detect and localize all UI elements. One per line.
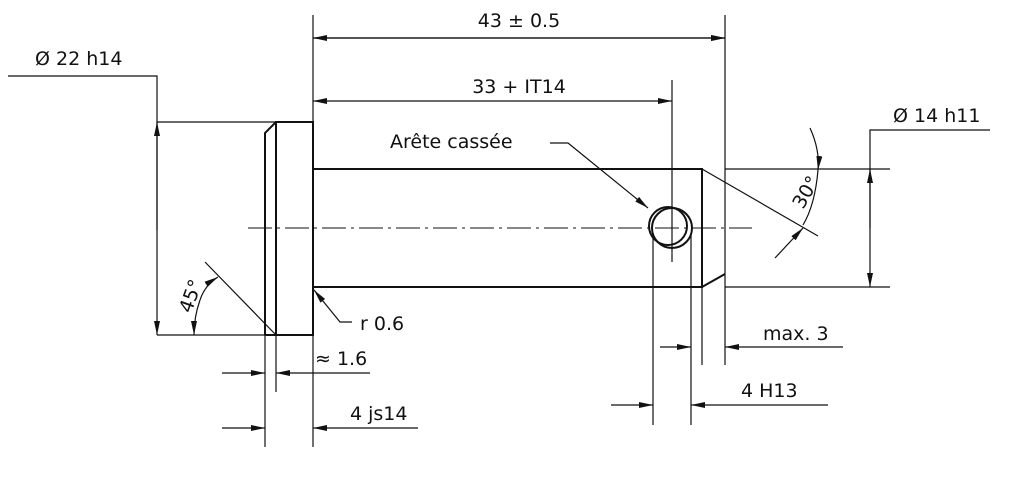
dim-head-diameter: Ø 22 h14 [35, 48, 122, 70]
note-broken-edge: Arête cassée [390, 131, 513, 153]
dim-end-chamfer: max. 3 [763, 323, 829, 345]
dim-shaft-diameter: Ø 14 h11 [893, 105, 980, 127]
dim-end-chamfer-angle: 30° [788, 172, 824, 212]
dim-overall-length: 43 ± 0.5 [478, 10, 560, 32]
dim-chamfer-width: ≈ 1.6 [315, 348, 367, 370]
dim-head-chamfer-angle: 45° [175, 277, 207, 316]
dim-hole-diameter: 4 H13 [741, 380, 798, 402]
dim-head-thickness: 4 js14 [350, 403, 407, 425]
dim-fillet-radius: r 0.6 [360, 313, 404, 335]
dim-hole-position: 33 + IT14 [472, 76, 566, 98]
